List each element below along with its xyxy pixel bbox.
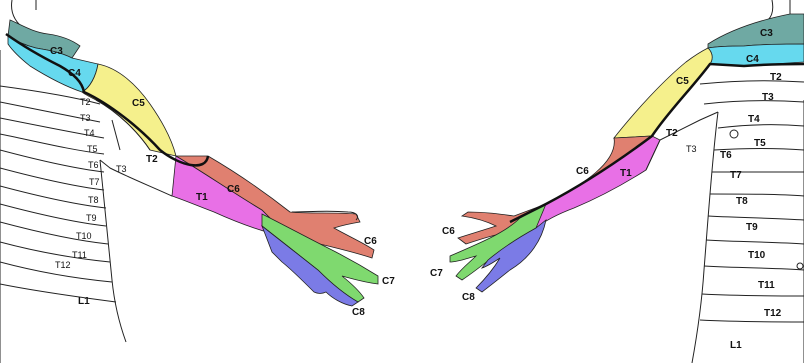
left-label-c3: C3	[50, 46, 63, 57]
right-label-t11: T11	[758, 280, 775, 291]
right-label-t2-arm: T2	[666, 128, 678, 139]
right-label-c6-arm: C6	[576, 166, 589, 177]
right-label-t3-arm: T3	[686, 144, 697, 154]
right-figure: C3 C4 C5 C6 T1 T2 T3 T2 T3 T4 T5 T6 T7 T…	[430, 0, 804, 363]
right-label-t9: T9	[746, 222, 758, 233]
right-label-c8-hand: C8	[462, 292, 475, 303]
right-label-c7-hand: C7	[430, 268, 443, 279]
right-label-t2: T2	[770, 72, 782, 83]
left-label-c6-arm: C6	[227, 184, 240, 195]
left-label-t9: T9	[86, 213, 97, 223]
left-label-c8-hand: C8	[352, 307, 365, 318]
left-label-t6: T6	[88, 160, 99, 170]
right-label-t5: T5	[754, 138, 766, 149]
left-c5-region	[82, 64, 176, 156]
left-label-t1: T1	[196, 192, 208, 203]
left-label-t5: T5	[87, 144, 98, 154]
right-label-t10: T10	[748, 250, 766, 261]
left-trunk-side	[100, 160, 126, 342]
right-c6-region	[458, 136, 652, 244]
left-label-t4: T4	[84, 128, 95, 138]
left-label-c6-hand: C6	[364, 236, 377, 247]
right-navel	[797, 263, 803, 269]
right-label-t6: T6	[720, 150, 732, 161]
right-label-c3: C3	[760, 28, 773, 39]
left-label-t7: T7	[89, 177, 100, 187]
right-nipple	[730, 130, 738, 138]
left-label-t10: T10	[76, 231, 92, 241]
left-label-t2: T2	[80, 97, 91, 107]
left-label-c4: C4	[68, 68, 81, 79]
left-label-t8: T8	[88, 195, 99, 205]
right-label-c4: C4	[746, 54, 759, 65]
left-label-c5: C5	[132, 98, 145, 109]
right-label-t12: T12	[764, 308, 782, 319]
right-label-c6-hand: C6	[442, 226, 455, 237]
left-label-t11: T11	[72, 250, 87, 260]
right-label-l1: L1	[730, 340, 742, 351]
right-label-t3: T3	[762, 92, 774, 103]
right-label-t8: T8	[736, 196, 748, 207]
left-label-t3-arm: T3	[116, 164, 127, 174]
left-label-t12: T12	[55, 260, 71, 270]
right-c5-region	[614, 48, 712, 138]
right-label-t7: T7	[730, 170, 742, 181]
right-label-c5: C5	[676, 76, 689, 87]
right-neck-outline	[768, 0, 773, 20]
right-label-t1: T1	[620, 168, 632, 179]
right-label-t4: T4	[748, 114, 760, 125]
left-arm-underside	[100, 160, 172, 196]
right-c3-region	[708, 14, 804, 48]
left-label-c7-hand: C7	[382, 276, 395, 287]
left-label-t2-arm: T2	[146, 154, 158, 165]
left-figure: C3 C4 C5 C6 T1 T2 T3 T2 T3 T4 T5 T6 T7 T…	[0, 0, 395, 363]
left-label-l1: L1	[78, 296, 90, 307]
left-label-t3: T3	[80, 113, 91, 123]
left-t3-pointer	[112, 120, 120, 150]
